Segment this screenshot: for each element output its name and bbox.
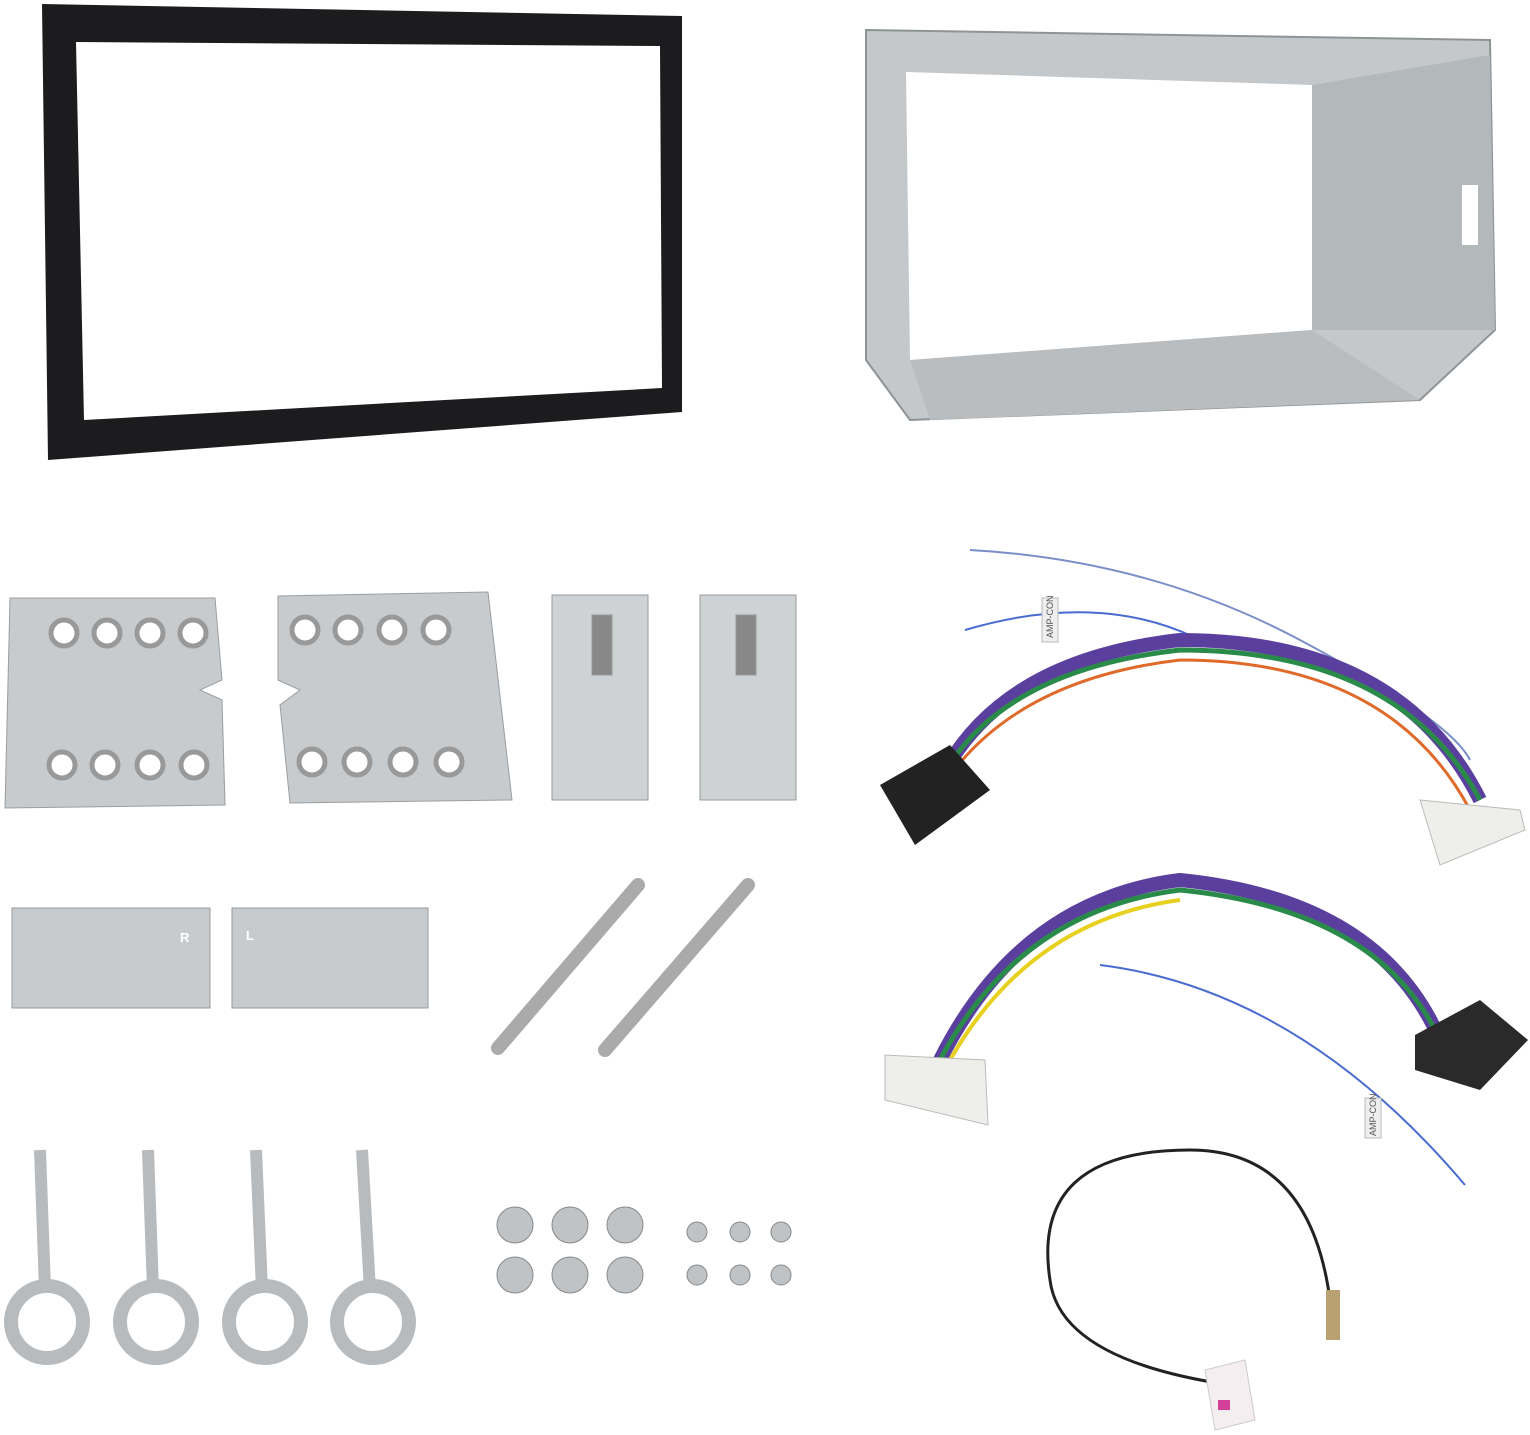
spring-clips: [551, 594, 797, 801]
amp-con-label-2: AMP-CON: [1368, 1094, 1378, 1137]
mounting-cage: [865, 28, 1497, 422]
wiring-harness-2: AMP-CON: [884, 872, 1528, 1186]
bracket-left: L: [231, 907, 429, 1009]
bracket-right: R: [11, 907, 211, 1009]
antenna-adapter-cable: [1046, 1148, 1340, 1431]
support-plate-right: [277, 591, 513, 804]
bracket-left-mark: L: [246, 928, 254, 943]
support-plate-left: [4, 597, 226, 809]
wiring-harness-1: AMP-CON: [880, 549, 1526, 866]
amp-con-label-1: AMP-CON: [1045, 596, 1055, 639]
bracket-right-mark: R: [180, 930, 190, 945]
removal-levers: [491, 878, 755, 1057]
removal-keys: [4, 1149, 416, 1365]
screws: [496, 1206, 792, 1294]
double-din-fascia: [42, 4, 682, 460]
